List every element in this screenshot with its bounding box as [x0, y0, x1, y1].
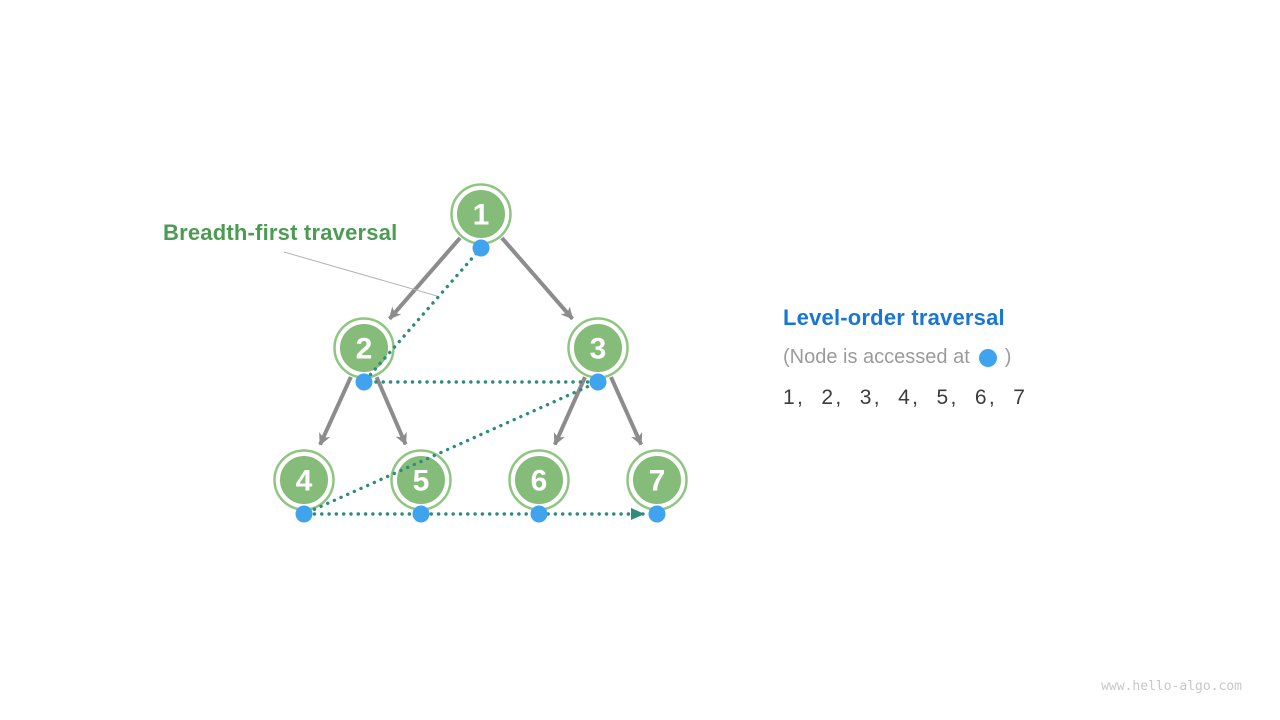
access-dot-5 [412, 505, 430, 523]
node-label: 6 [531, 465, 548, 498]
node-label: 2 [356, 333, 373, 366]
tree-node-1: 1 [450, 183, 512, 245]
access-dot-3 [589, 373, 607, 391]
tree-edge-2-4 [318, 376, 353, 446]
tree-node-4: 4 [273, 449, 335, 511]
access-note-prefix: (Node is accessed at [783, 346, 970, 368]
tree-node-6: 6 [508, 449, 570, 511]
tree-node-7: 7 [626, 449, 688, 511]
access-dot-icon [978, 348, 997, 367]
access-dot-7 [648, 505, 666, 523]
tree-node-5: 5 [390, 449, 452, 511]
access-dots [295, 239, 666, 523]
access-dot-2 [355, 373, 373, 391]
tree-node-3: 3 [567, 317, 629, 379]
breadth-first-label: Breadth-first traversal [163, 220, 398, 245]
node-label: 5 [413, 465, 430, 498]
access-dot-6 [530, 505, 548, 523]
node-label: 4 [296, 465, 313, 498]
tree-node-2: 2 [333, 317, 395, 379]
access-note: (Node is accessed at ) [783, 346, 1027, 369]
access-note-suffix: ) [1004, 346, 1012, 368]
tree-edge-3-7 [609, 376, 643, 446]
watermark: www.hello-algo.com [1101, 679, 1242, 694]
tree-edge-3-6 [553, 376, 587, 446]
level-order-title: Level-order traversal [783, 305, 1005, 330]
label-pointer-line [283, 251, 438, 297]
node-label: 3 [590, 333, 607, 366]
access-dot-1 [472, 239, 490, 257]
traversal-sequence: 1, 2, 3, 4, 5, 6, 7 [783, 386, 1028, 409]
node-label: 7 [649, 465, 666, 498]
access-dot-4 [295, 505, 313, 523]
legend-panel: Level-order traversal (Node is accessed … [783, 305, 1027, 410]
tree-edge-1-2 [388, 236, 462, 321]
node-label: 1 [473, 199, 490, 232]
tree-edge-1-3 [500, 236, 574, 321]
tree-edge-2-5 [374, 376, 408, 446]
